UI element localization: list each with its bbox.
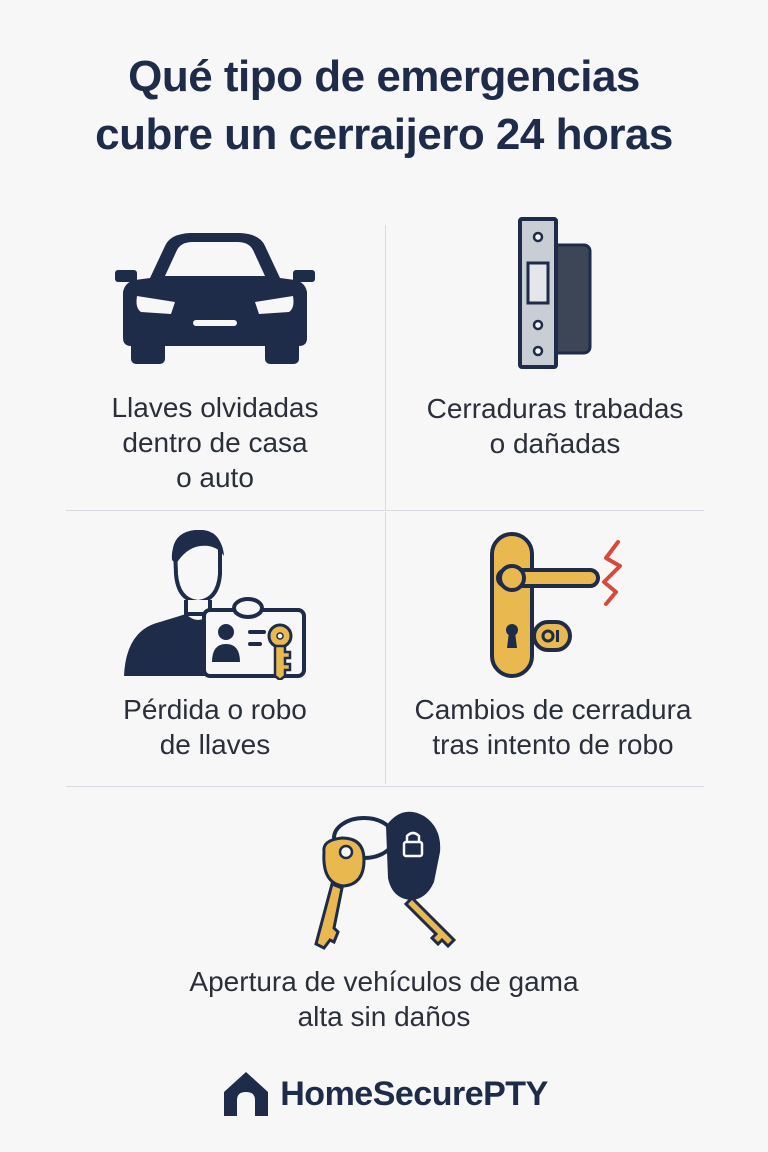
divider-vertical-top bbox=[385, 225, 386, 510]
person-id-key-icon bbox=[124, 530, 306, 680]
title-line-2: cubre un cerraijero 24 horas bbox=[95, 110, 673, 159]
door-handle-alert-icon bbox=[490, 532, 622, 678]
house-icon bbox=[224, 1072, 269, 1116]
item-apertura-vehiculos: Apertura de vehículos de gama alta sin d… bbox=[100, 804, 668, 1034]
divider-horizontal-1 bbox=[66, 510, 704, 511]
item-label: Apertura de vehículos de gama alta sin d… bbox=[189, 966, 579, 1032]
alert-zigzag bbox=[602, 540, 622, 606]
divider-vertical-middle bbox=[385, 512, 386, 784]
item-label: Llaves olvidadas dentro de casa o auto bbox=[111, 392, 319, 493]
brand-name: HomeSecurePTY bbox=[280, 1074, 548, 1113]
item-llaves-olvidadas: Llaves olvidadas dentro de casa o auto bbox=[60, 228, 370, 495]
car-keys-icon bbox=[314, 811, 457, 950]
item-cambios-cerradura: Cambios de cerradura tras intento de rob… bbox=[398, 530, 708, 762]
car-icon bbox=[115, 233, 315, 364]
item-label: Pérdida o robo de llaves bbox=[123, 694, 307, 760]
title-line-1: Qué tipo de emergencias bbox=[128, 52, 640, 101]
page-title: Qué tipo de emergencias cubre un cerraij… bbox=[0, 48, 768, 164]
item-cerraduras-trabadas: Cerraduras trabadas o dañadas bbox=[400, 215, 710, 461]
item-label: Cambios de cerradura tras intento de rob… bbox=[414, 694, 692, 760]
divider-horizontal-2 bbox=[66, 786, 704, 787]
brand-logo: HomeSecurePTY bbox=[0, 1068, 768, 1120]
door-lock-icon bbox=[518, 217, 592, 369]
item-label: Cerraduras trabadas o dañadas bbox=[426, 393, 684, 459]
item-perdida-robo: Pérdida o robo de llaves bbox=[60, 530, 370, 762]
